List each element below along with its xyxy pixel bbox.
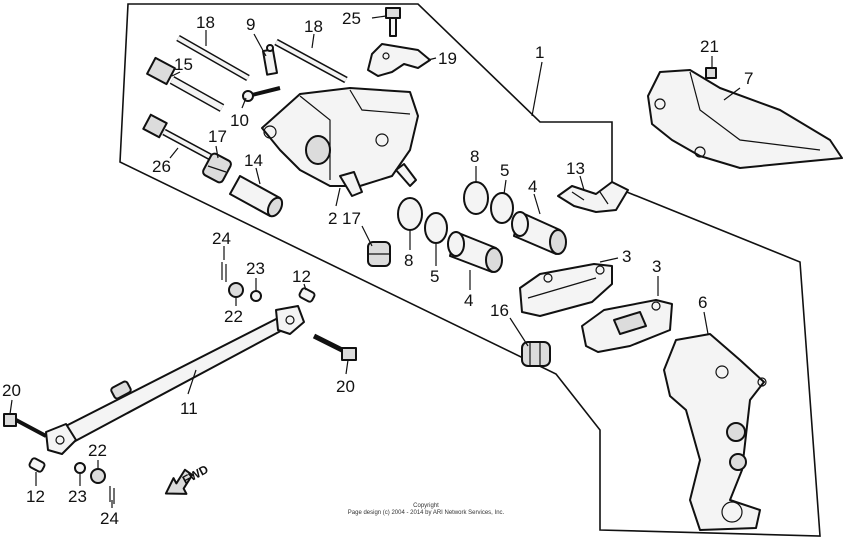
callout-4a: 4 xyxy=(528,177,537,196)
callout-12b: 12 xyxy=(26,487,45,506)
callout-9: 9 xyxy=(246,15,255,34)
callout-11: 11 xyxy=(180,399,198,418)
callout-labels: 1 2 3 3 4 4 5 5 6 7 8 8 9 10 11 12 12 13… xyxy=(2,9,753,528)
callout-18a: 18 xyxy=(196,13,215,32)
callout-8a: 8 xyxy=(470,147,479,166)
callout-12a: 12 xyxy=(292,267,311,286)
callout-6: 6 xyxy=(698,293,707,312)
callout-16: 16 xyxy=(490,301,509,320)
callout-14: 14 xyxy=(244,151,263,170)
piston-seal-5-upper xyxy=(490,192,514,224)
piston-4-lower xyxy=(447,231,503,273)
callout-26: 26 xyxy=(152,157,171,176)
callout-1: 1 xyxy=(535,43,544,62)
bleeder-screw-9 xyxy=(261,44,279,76)
caliper-cover-7 xyxy=(647,69,843,169)
bolt-25 xyxy=(385,7,401,37)
forward-direction-indicator: FWD xyxy=(164,462,211,495)
piston-4-upper xyxy=(511,211,567,255)
piston-seal-5-lower xyxy=(424,212,448,244)
callout-3b: 3 xyxy=(652,257,661,276)
callout-4b: 4 xyxy=(464,291,473,310)
caliper-body-2 xyxy=(261,87,419,197)
callout-5b: 5 xyxy=(430,267,439,286)
sleeve-14 xyxy=(229,175,284,218)
callout-20a: 20 xyxy=(2,381,21,400)
callout-22b: 22 xyxy=(88,441,107,460)
nut-22-upper xyxy=(228,282,244,298)
copyright-line-2: Page design (c) 2004 - 2014 by ARI Netwo… xyxy=(348,510,505,516)
callout-23b: 23 xyxy=(68,487,87,506)
cotter-pin-24-upper xyxy=(221,262,227,282)
bolt-20-left xyxy=(3,413,47,438)
dust-seal-8-lower xyxy=(397,197,423,231)
callout-23a: 23 xyxy=(246,259,265,278)
callout-24a: 24 xyxy=(212,229,231,248)
callout-20b: 20 xyxy=(336,377,355,396)
callout-3a: 3 xyxy=(622,247,631,266)
bracket-19 xyxy=(367,43,431,77)
torque-rod-11 xyxy=(45,305,305,455)
callout-10: 10 xyxy=(230,111,249,130)
fwd-label: FWD xyxy=(180,462,211,487)
brake-pad-3-upper xyxy=(519,263,613,317)
bolt-15 xyxy=(146,56,225,112)
cotter-pin-24-lower xyxy=(109,486,115,504)
callout-2: 2 xyxy=(328,209,337,228)
callout-13: 13 xyxy=(566,159,585,178)
callout-5a: 5 xyxy=(500,161,509,180)
callout-21: 21 xyxy=(700,37,719,56)
nut-22-lower xyxy=(90,468,106,484)
bolt-26 xyxy=(142,113,218,164)
callout-18b: 18 xyxy=(304,17,323,36)
boot-16 xyxy=(521,341,551,367)
washer-23-lower xyxy=(74,462,86,474)
screw-21 xyxy=(705,67,717,79)
boot-17-upper xyxy=(202,152,232,184)
callout-17a: 17 xyxy=(208,127,227,146)
callout-8b: 8 xyxy=(404,251,413,270)
callout-19: 19 xyxy=(438,49,457,68)
pin-bolt-18-right xyxy=(274,38,348,84)
collar-12-upper xyxy=(298,287,316,303)
brake-pad-3-lower xyxy=(581,299,673,353)
callout-17b: 17 xyxy=(342,209,361,228)
leader-lines xyxy=(9,15,741,508)
callout-15: 15 xyxy=(174,55,193,74)
callout-25: 25 xyxy=(342,9,361,28)
callout-22a: 22 xyxy=(224,307,243,326)
copyright-line-1: Copyright xyxy=(413,503,439,509)
callout-24b: 24 xyxy=(100,509,119,528)
boot-17-lower xyxy=(367,241,391,267)
collar-12-lower xyxy=(28,457,46,473)
caliper-bracket-6 xyxy=(663,333,767,531)
callout-7: 7 xyxy=(744,69,753,88)
bolt-20-right xyxy=(312,333,357,361)
assembly-frame xyxy=(119,3,821,537)
pin-bolt-18-left xyxy=(176,34,250,82)
pad-spring-13 xyxy=(557,181,629,213)
bleeder-cap-10 xyxy=(242,86,281,102)
dust-seal-8-upper xyxy=(463,181,489,215)
washer-23-upper xyxy=(250,290,262,302)
